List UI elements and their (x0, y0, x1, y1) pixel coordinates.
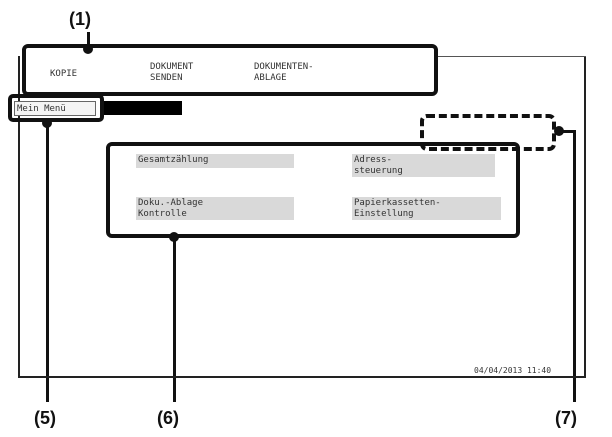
leader-line-1 (87, 32, 90, 48)
key-paper-tray-settings[interactable]: Papierkassetten- Einstellung (352, 197, 501, 220)
leader-line-6 (173, 238, 176, 402)
screen-frame (18, 56, 586, 378)
title-bar (104, 101, 182, 115)
my-menu-button[interactable]: Mein Menü (14, 101, 96, 116)
dashed-area-highlight (420, 114, 556, 151)
leader-dot-1 (83, 44, 93, 54)
key-document-filing-control[interactable]: Doku.-Ablage Kontrolle (136, 197, 294, 220)
callout-1: (1) (69, 9, 91, 29)
leader-line-7-horizontal (556, 130, 576, 133)
my-menu-highlight (8, 94, 104, 122)
screen-top-edge (436, 56, 586, 57)
leader-line-5 (46, 122, 49, 402)
callout-7: (7) (555, 408, 577, 428)
tab-document-filing[interactable]: DOKUMENTEN- ABLAGE (254, 62, 314, 83)
key-total-count[interactable]: Gesamtzählung (136, 154, 294, 168)
leader-line-7-vertical (573, 130, 576, 402)
tab-copy[interactable]: KOPIE (50, 69, 78, 79)
callout-5: (5) (34, 408, 56, 428)
callout-6: (6) (157, 408, 179, 428)
tab-image-send[interactable]: DOKUMENT SENDEN (150, 62, 194, 83)
key-address-control[interactable]: Adress- steuerung (352, 154, 495, 177)
leader-dot-5 (42, 118, 52, 128)
date-time: 04/04/2013 11:40 (474, 366, 552, 375)
mode-tabs-highlight (22, 44, 438, 96)
leader-dot-7 (554, 126, 564, 136)
keys-grid-highlight (106, 142, 520, 238)
